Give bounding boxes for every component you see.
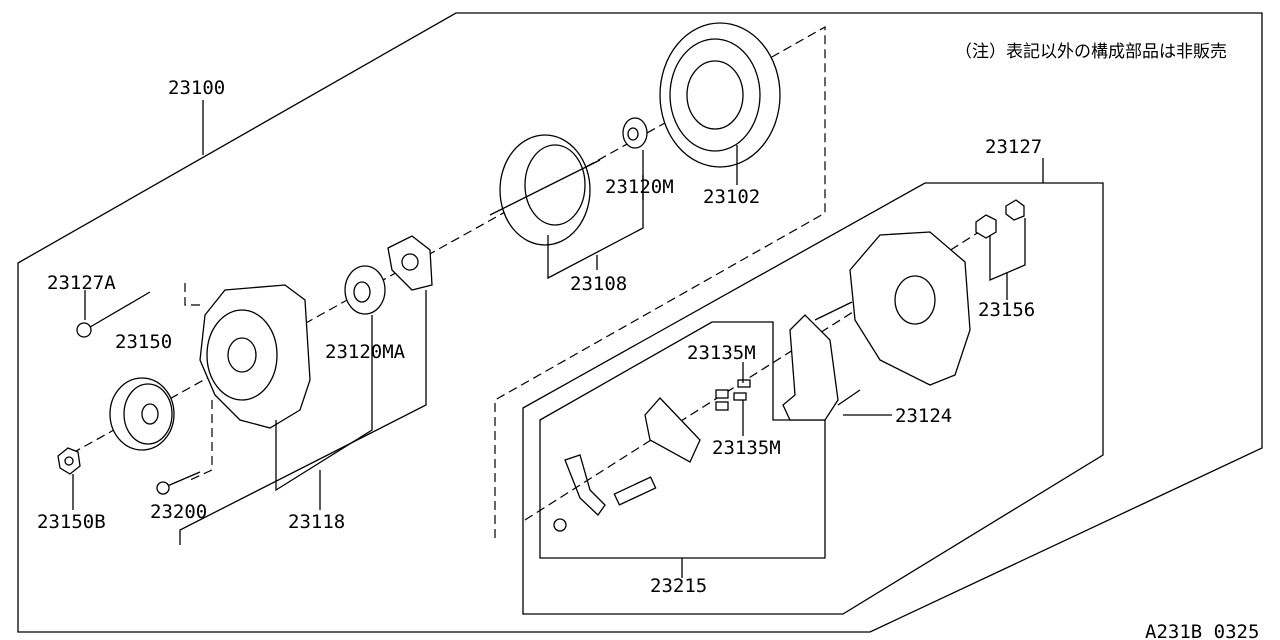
stator-23102 — [659, 22, 781, 168]
diagram-code: A231B 0325 — [1145, 621, 1259, 640]
label-23150: 23150 — [115, 331, 172, 353]
label-23127: 23127 — [985, 136, 1042, 158]
label-23200: 23200 — [150, 501, 207, 523]
bearing-23120MA — [344, 265, 386, 315]
label-23215: 23215 — [650, 575, 707, 597]
label-23102: 23102 — [703, 186, 760, 208]
nuts-23156 — [975, 199, 1025, 239]
rotor-23108 — [489, 134, 601, 246]
note-text: （注）表記以外の構成部品は非販売 — [955, 42, 1227, 62]
label-23120M: 23120M — [605, 176, 674, 198]
nut-23150B — [57, 447, 81, 475]
label-23135M-lower: 23135M — [712, 437, 781, 459]
dashed-frame — [494, 25, 826, 538]
label-23150B: 23150B — [37, 511, 106, 533]
brush-springs-23135M — [715, 379, 751, 411]
label-23108: 23108 — [570, 273, 627, 295]
assembly-frame-23127 — [522, 182, 1104, 615]
regulator-23215 — [553, 397, 701, 532]
label-23127A: 23127A — [47, 272, 116, 294]
pulley-23150 — [109, 377, 175, 451]
leader-lines — [72, 100, 1044, 578]
label-23135M-upper: 23135M — [687, 342, 756, 364]
front-bracket-23118 — [199, 284, 311, 429]
assembly-axis-rear — [524, 224, 991, 521]
label-23124: 23124 — [895, 405, 952, 427]
rear-cover — [814, 231, 971, 386]
label-23120MA: 23120MA — [325, 341, 406, 363]
bolt-23127A — [76, 291, 151, 338]
bolt-23200 — [156, 471, 201, 495]
bolt-guide-2 — [189, 400, 213, 481]
label-23100: 23100 — [168, 77, 225, 99]
rectifier-23124 — [782, 314, 861, 421]
bearing-23120M — [622, 117, 648, 149]
assembly-frame-23100 — [17, 12, 1263, 633]
retainer-plate — [387, 235, 433, 291]
bolt-guide — [184, 283, 205, 306]
label-23118: 23118 — [288, 511, 345, 533]
label-23156: 23156 — [978, 299, 1035, 321]
